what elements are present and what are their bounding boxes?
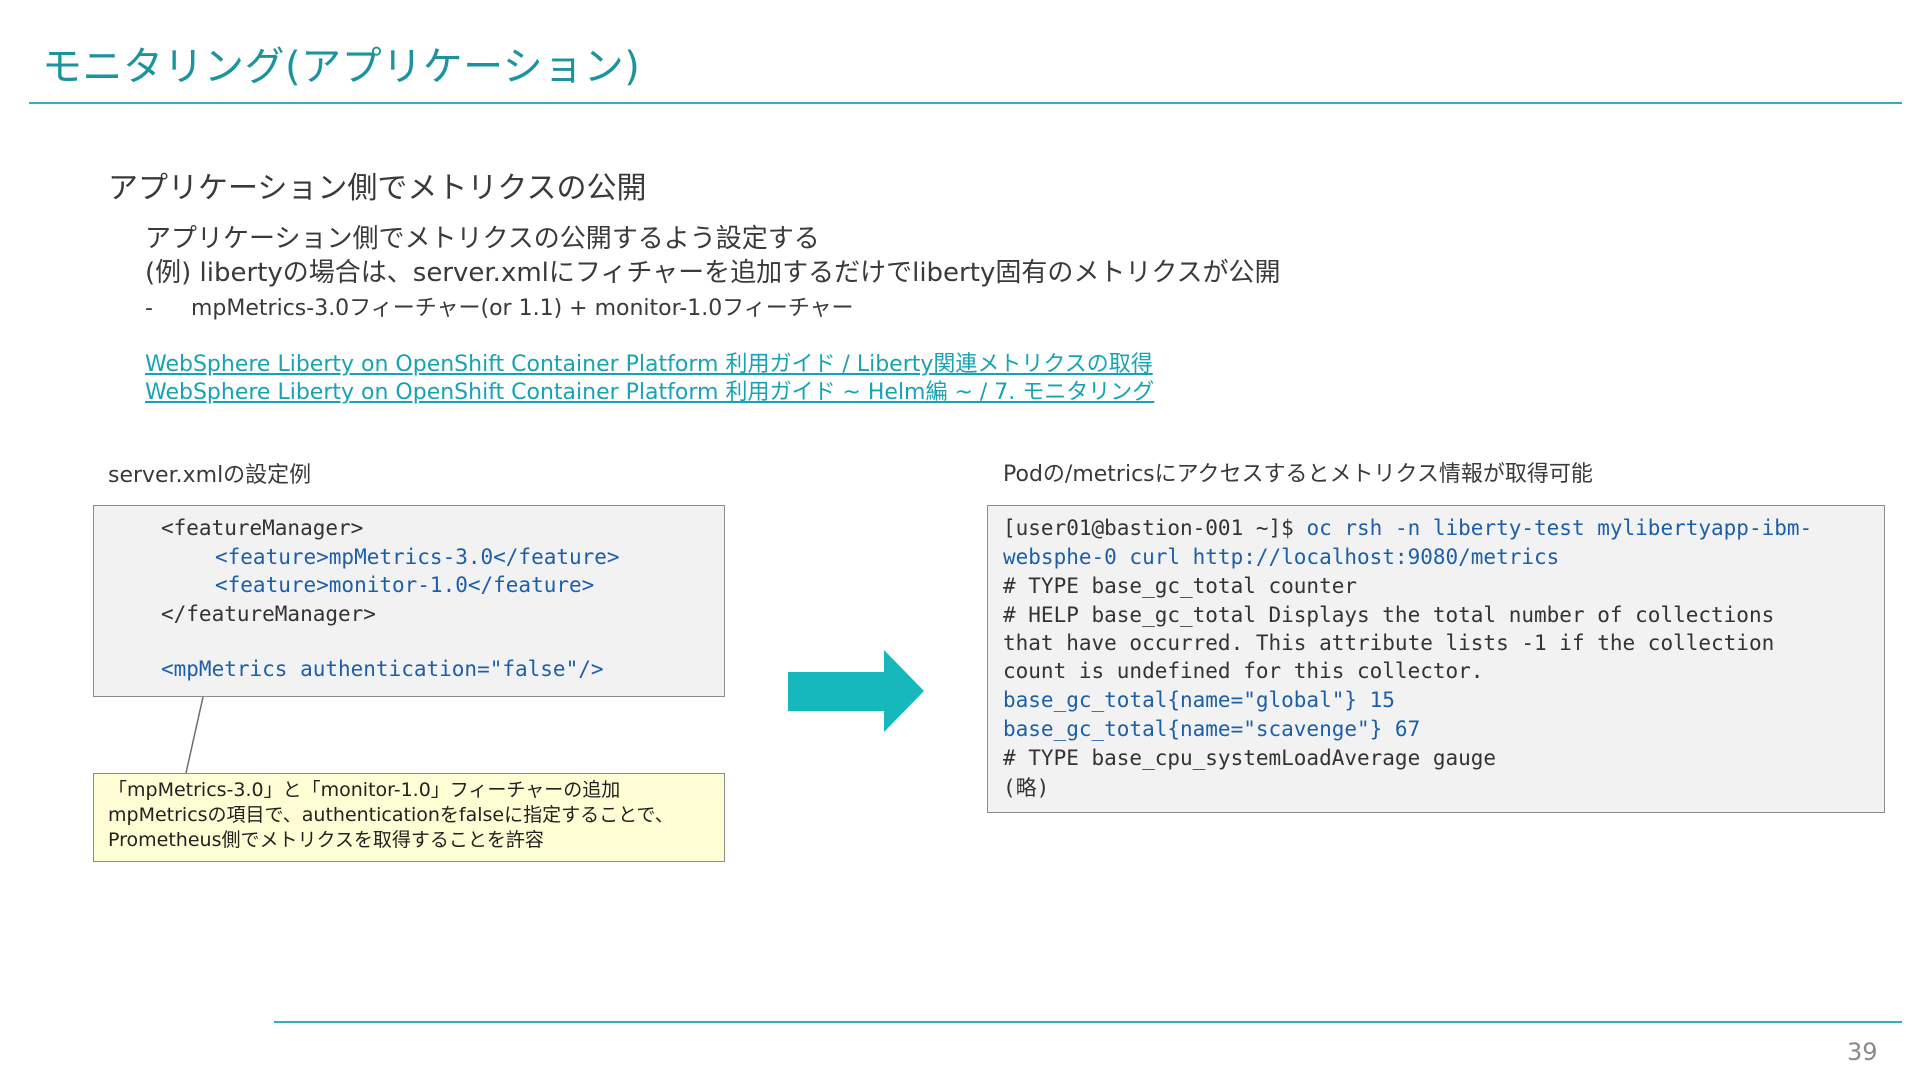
terminal-output-line: that have occurred. This attribute lists… [1003, 631, 1775, 655]
code-line: <feature>monitor-1.0</feature> [215, 573, 595, 597]
slide-title: モニタリング(アプリケーション) [42, 44, 641, 90]
terminal-output-line: (略) [1003, 776, 1050, 800]
footer-divider [274, 1021, 1902, 1023]
bullet-item: - mpMetrics-3.0フィーチャー(or 1.1) + monitor-1… [145, 290, 854, 322]
terminal-output-line: count is undefined for this collector. [1003, 659, 1484, 683]
terminal-output-line: # TYPE base_cpu_systemLoadAverage gauge [1003, 746, 1497, 770]
terminal-output-line: # HELP base_gc_total Displays the total … [1003, 603, 1775, 627]
terminal-output-line: # TYPE base_gc_total counter [1003, 574, 1358, 598]
page-number: 39 [1847, 1038, 1878, 1066]
shell-command: oc rsh -n liberty-test mylibertyapp-ibm- [1306, 516, 1813, 540]
code-line: </featureManager> [161, 602, 376, 626]
description-line-1: アプリケーション側でメトリクスの公開するよう設定する [145, 224, 820, 254]
server-xml-code-block: <featureManager> <feature>mpMetrics-3.0<… [93, 505, 725, 697]
code-line: <mpMetrics authentication="false"/> [161, 657, 604, 681]
terminal-command-line: [user01@bastion-001 ~]$ oc rsh -n libert… [1003, 516, 1812, 540]
terminal-output-line: base_gc_total{name="global"} 15 [1003, 688, 1395, 712]
right-arrow-icon [788, 650, 924, 732]
note-line: 「mpMetrics-3.0」と「monitor-1.0」フィーチャーの追加 [108, 779, 621, 801]
terminal-output-line: base_gc_total{name="scavenge"} 67 [1003, 717, 1421, 741]
note-line: mpMetricsの項目で、authenticationをfalseに指定するこ… [108, 804, 674, 826]
metrics-terminal-output: [user01@bastion-001 ~]$ oc rsh -n libert… [987, 505, 1885, 813]
section-heading: アプリケーション側でメトリクスの公開 [108, 171, 647, 206]
shell-command-continued: websphe-0 curl http://localhost:9080/met… [1003, 545, 1560, 569]
callout-note: 「mpMetrics-3.0」と「monitor-1.0」フィーチャーの追加 m… [93, 773, 725, 862]
note-line: Prometheus側でメトリクスを取得することを許容 [108, 829, 544, 851]
title-divider [29, 102, 1902, 104]
server-xml-caption: server.xmlの設定例 [108, 463, 312, 488]
code-line: <feature>mpMetrics-3.0</feature> [215, 545, 620, 569]
bullet-text: mpMetrics-3.0フィーチャー(or 1.1) + monitor-1.… [191, 296, 854, 321]
metrics-caption: Podの/metricsにアクセスするとメトリクス情報が取得可能 [1003, 462, 1593, 487]
guide-link-helm-monitoring[interactable]: WebSphere Liberty on OpenShift Container… [145, 380, 1155, 405]
guide-link-metrics[interactable]: WebSphere Liberty on OpenShift Container… [145, 352, 1153, 377]
code-line: <featureManager> [161, 516, 364, 540]
bullet-marker: - [145, 296, 153, 321]
shell-prompt: [user01@bastion-001 ~]$ [1003, 516, 1307, 540]
description-line-2: (例) libertyの場合は、server.xmlにフィチャーを追加するだけで… [145, 258, 1281, 288]
